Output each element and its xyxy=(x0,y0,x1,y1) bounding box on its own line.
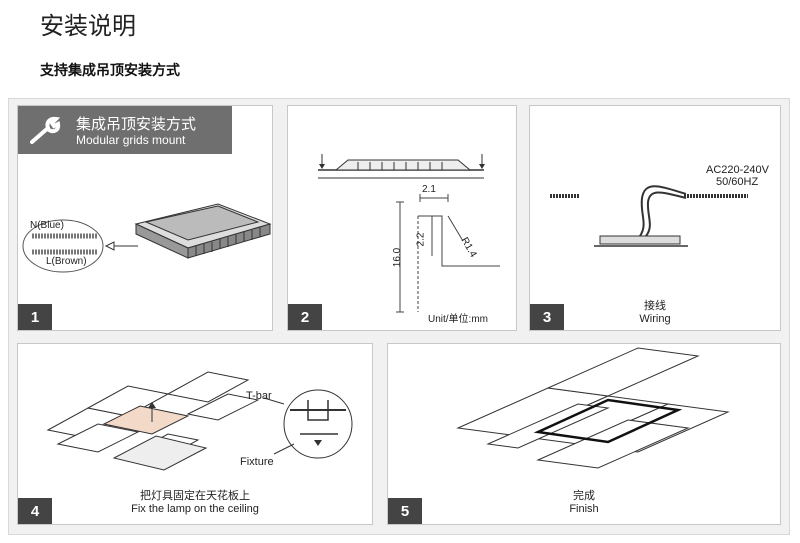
wrench-icon xyxy=(30,116,61,144)
frequency-label: 50/60HZ xyxy=(716,176,759,188)
instruction-frame: 集成吊顶安装方式 Modular grids mount N(B xyxy=(8,98,790,535)
fix-caption-cn: 把灯具固定在天花板上 xyxy=(140,490,250,502)
unit-label: Unit/单位:mm xyxy=(428,314,488,325)
fix-lamp-diagram xyxy=(46,371,353,471)
step-3-panel: AC220-240V 50/60HZ 接线 Wiring 3 xyxy=(529,105,781,331)
dim-top-label: 2.1 xyxy=(422,184,436,195)
wire-blue-label: N(Blue) xyxy=(30,220,64,231)
step-number: 5 xyxy=(388,498,422,524)
step-1-panel: 集成吊顶安装方式 Modular grids mount N(B xyxy=(17,105,273,331)
step-number: 2 xyxy=(288,304,322,330)
fixture-label: Fixture xyxy=(240,456,274,468)
wiring-caption-cn: 接线 xyxy=(644,300,666,312)
wiring-diagram xyxy=(550,185,748,247)
finish-caption-en: Finish xyxy=(569,503,599,515)
tbar-label: T-bar xyxy=(246,390,272,402)
dim-height-label: 16.0 xyxy=(392,247,404,268)
page-title: 安装说明 xyxy=(40,12,136,40)
wire-brown-label: L(Brown) xyxy=(46,256,87,267)
step-number: 1 xyxy=(18,304,52,330)
wiring-caption-en: Wiring xyxy=(639,313,671,325)
step-number: 3 xyxy=(530,304,564,330)
fix-caption-en: Fix the lamp on the ceiling xyxy=(131,503,259,515)
mount-header: 集成吊顶安装方式 Modular grids mount xyxy=(18,106,232,154)
dimension-diagram xyxy=(318,154,500,313)
dim-mid-label: 2.2 xyxy=(415,232,427,247)
finish-caption-cn: 完成 xyxy=(573,490,595,502)
step-2-panel: 2.1 2.2 16.0 R1.4 Unit/单位:mm 2 xyxy=(287,105,517,331)
step-number: 4 xyxy=(18,498,52,524)
finish-diagram xyxy=(456,347,730,469)
step-4-panel: T-bar Fixture 把灯具固定在天花板上 Fix the lamp on… xyxy=(17,343,373,525)
voltage-label: AC220-240V xyxy=(706,164,769,176)
mount-header-en: Modular grids mount xyxy=(76,133,186,147)
mount-header-cn: 集成吊顶安装方式 xyxy=(76,115,197,133)
mount-diagram xyxy=(22,203,272,273)
step-5-panel: 完成 Finish 5 xyxy=(387,343,781,525)
page-subtitle: 支持集成吊顶安装方式 xyxy=(40,63,180,79)
